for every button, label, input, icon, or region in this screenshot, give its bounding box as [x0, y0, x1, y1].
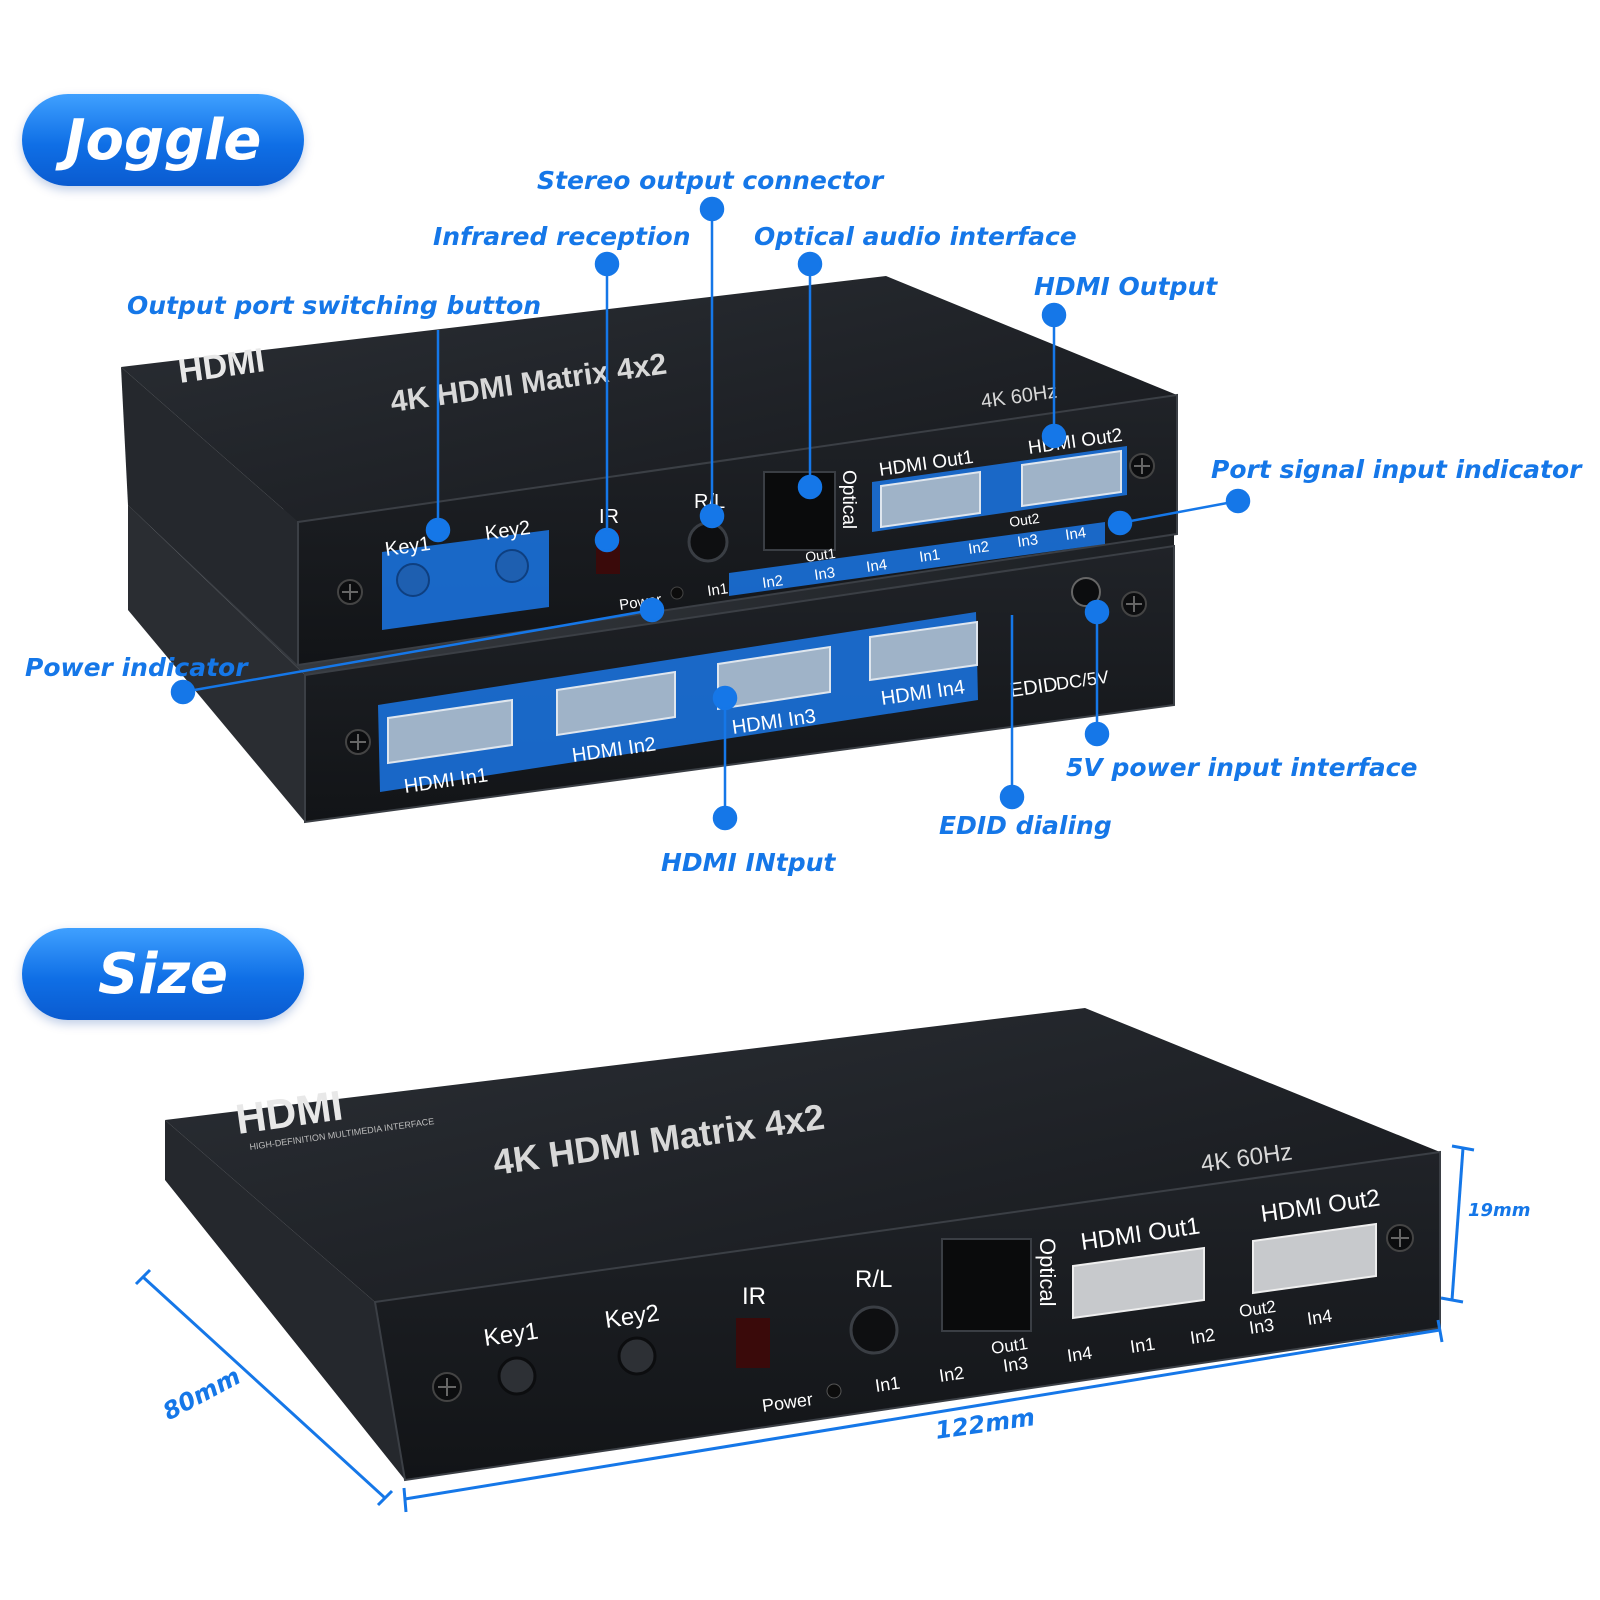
key2-button[interactable] — [617, 1336, 657, 1376]
hdmi-out2-port — [1021, 449, 1122, 508]
ir-label: IR — [599, 506, 619, 528]
callout-optical-audio: Optical audio interface — [754, 222, 1077, 251]
out1-label: Out1 — [990, 1334, 1029, 1358]
out1-in1-label: In1 — [706, 580, 729, 600]
callout-hdmi-output: HDMI Output — [1034, 272, 1218, 301]
out2-label: Out2 — [1238, 1297, 1277, 1321]
out2-in1-label: In1 — [1129, 1334, 1157, 1357]
hdmi-in-port — [869, 620, 978, 682]
optical-label: Optical — [1035, 1238, 1060, 1306]
screw-icon — [1129, 453, 1155, 479]
power-led — [670, 586, 684, 600]
out1-in3-label: In3 — [813, 564, 836, 584]
screw-icon — [432, 1372, 462, 1402]
screw-icon — [1386, 1224, 1414, 1252]
out1-in4-label: In4 — [1066, 1343, 1094, 1366]
screw-icon — [345, 729, 371, 755]
section-title-joggle: Joggle — [22, 94, 304, 186]
callout-leaders — [170, 196, 1251, 831]
callout-power-indicator: Power indicator — [25, 653, 248, 682]
joggle-front-unit: HDMI 4K HDMI Matrix 4x2 4K 60Hz Key1 Key… — [121, 276, 1178, 667]
callout-output-switch: Output port switching button — [127, 291, 542, 320]
power-led — [826, 1383, 842, 1399]
out1-in4-label: In4 — [865, 556, 888, 576]
dimension-lines — [134, 1144, 1475, 1513]
dimension-height: 19mm — [1468, 1200, 1531, 1221]
stereo-jack — [849, 1305, 899, 1355]
callout-power-input: 5V power input interface — [1066, 753, 1418, 782]
screw-icon — [337, 579, 363, 605]
out1-in1-label: In1 — [874, 1373, 902, 1396]
hdmi-in-port — [556, 670, 676, 737]
key1-button[interactable] — [497, 1356, 537, 1396]
out1-in3-label: In3 — [1002, 1353, 1030, 1376]
out1-label: Out1 — [804, 545, 836, 565]
key1-button[interactable] — [396, 563, 430, 597]
indicator-highlight — [729, 522, 1105, 596]
callout-port-signal: Port signal input indicator — [1211, 455, 1582, 484]
rl-label: R/L — [855, 1266, 892, 1293]
out2-label: Out2 — [1008, 510, 1040, 530]
out2-in1-label: In1 — [918, 546, 941, 566]
ir-window — [736, 1318, 770, 1368]
out2-in4-label: In4 — [1306, 1306, 1334, 1329]
ir-label: IR — [742, 1283, 766, 1310]
out2-in2-label: In2 — [967, 538, 990, 558]
section-title-size: Size — [22, 928, 304, 1020]
out1-in2-label: In2 — [938, 1363, 966, 1386]
hdmi-out1-port — [880, 470, 981, 529]
optical-label: Optical — [838, 470, 859, 529]
size-device: HDMI HIGH-DEFINITION MULTIMEDIA INTERFAC… — [165, 1008, 1441, 1482]
out2-in2-label: In2 — [1189, 1325, 1217, 1348]
hdmi-out2-port — [1252, 1222, 1377, 1295]
dc-jack-hole — [1071, 577, 1101, 607]
out2-in4-label: In4 — [1064, 524, 1087, 544]
optical-port — [941, 1238, 1032, 1332]
out2-in3-label: In3 — [1016, 531, 1039, 551]
out1-in2-label: In2 — [761, 572, 784, 592]
key2-button[interactable] — [495, 549, 529, 583]
stereo-jack — [687, 521, 729, 563]
callout-edid-dialing: EDID dialing — [939, 811, 1112, 840]
callout-infrared: Infrared reception — [433, 222, 691, 251]
callout-stereo-output: Stereo output connector — [537, 166, 884, 195]
callout-hdmi-input: HDMI INtput — [661, 848, 836, 877]
hdmi-out1-port — [1072, 1246, 1205, 1320]
screw-icon — [1121, 591, 1147, 617]
out2-in3-label: In3 — [1248, 1315, 1276, 1338]
hdmi-in-port — [387, 698, 513, 765]
